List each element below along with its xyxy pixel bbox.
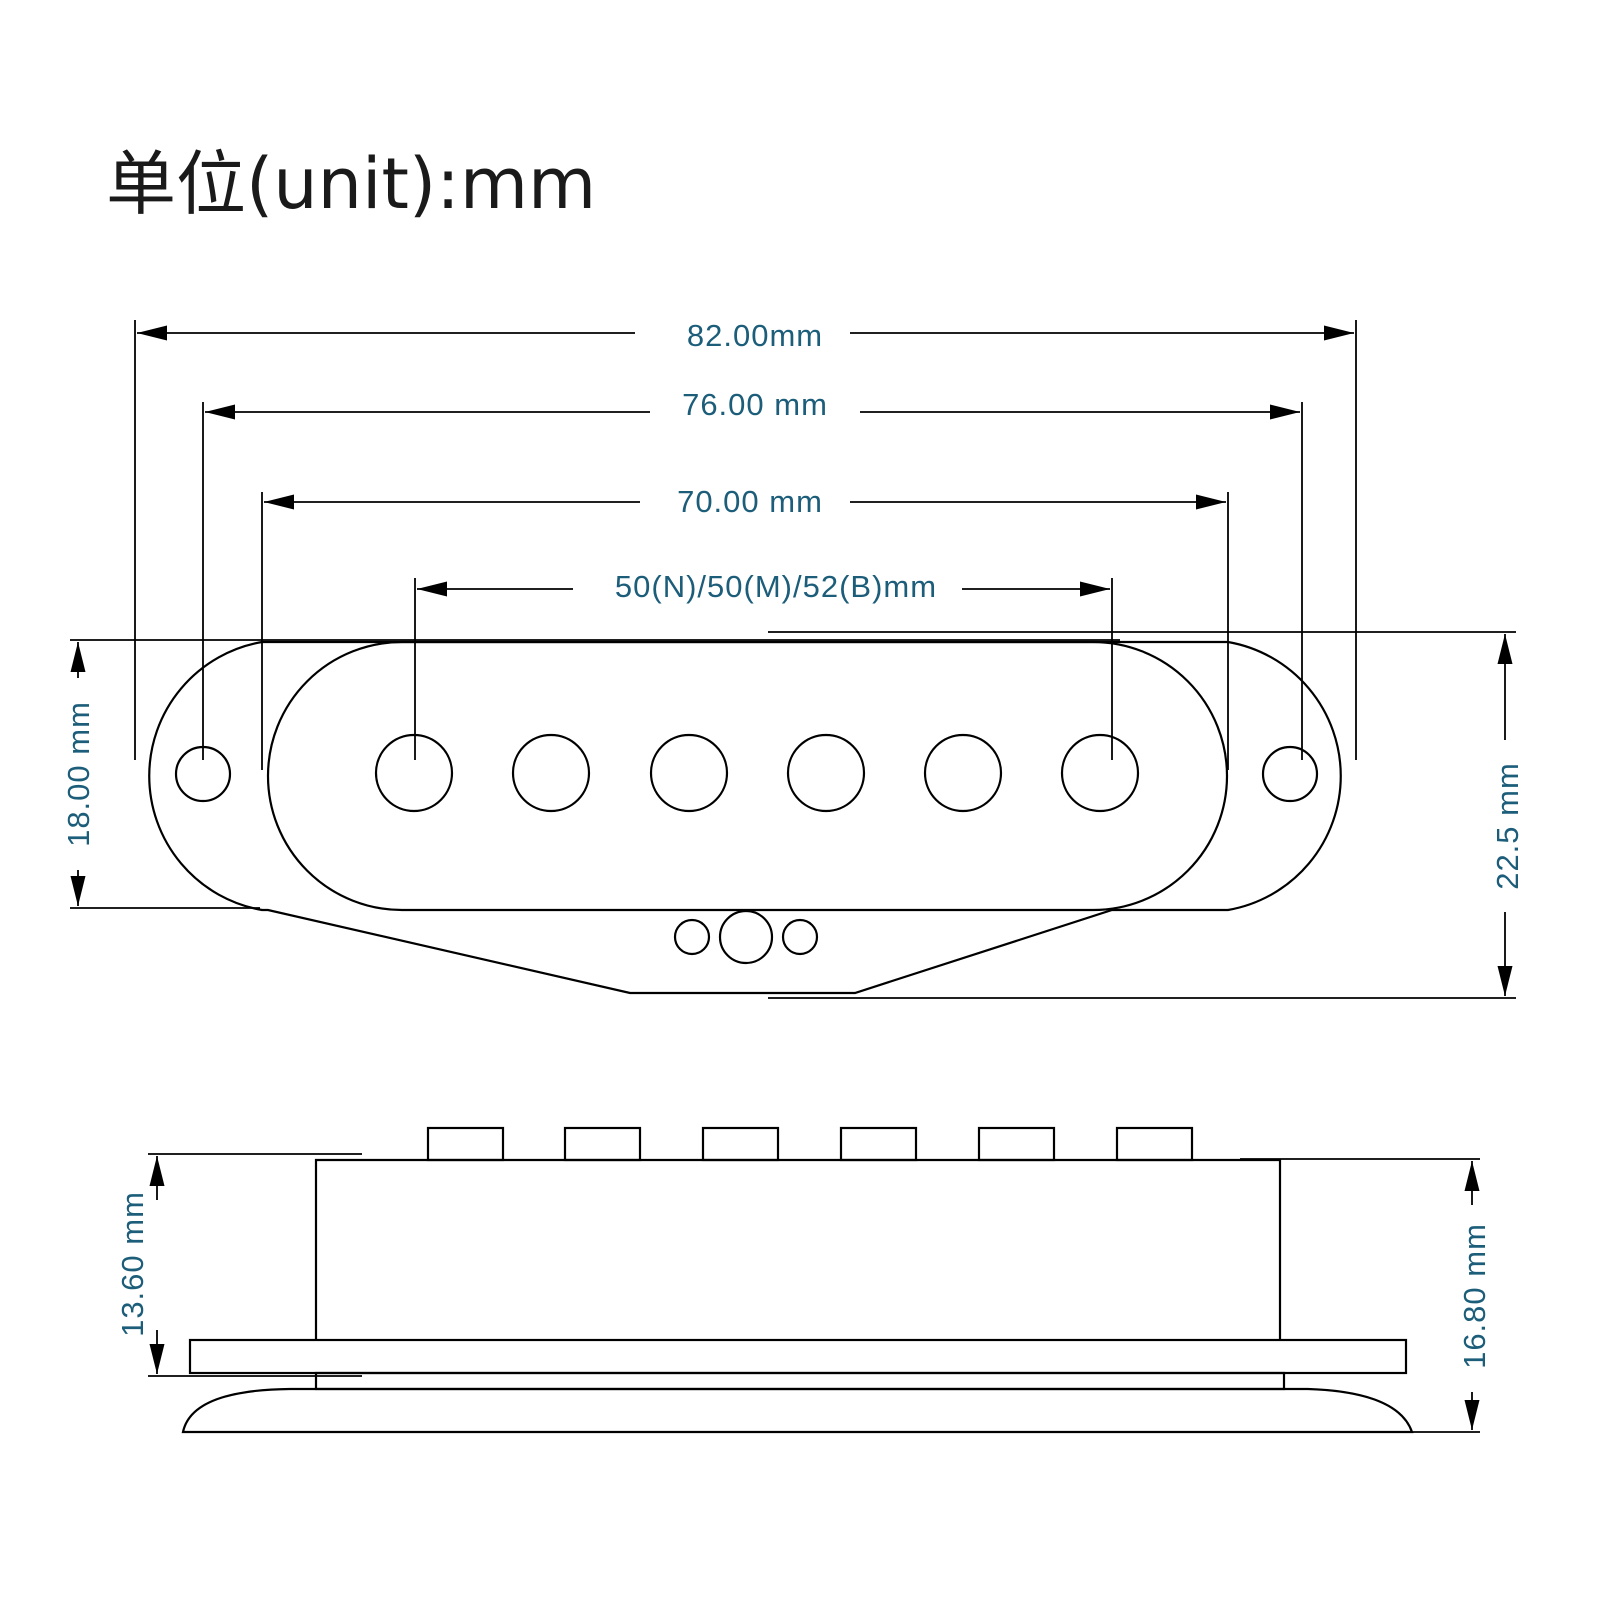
pole-piece-top [701, 1126, 780, 1162]
pole-piece-top [563, 1126, 642, 1162]
dimension-cover-height: 13.60 mm [115, 1153, 362, 1377]
lead-hole [718, 909, 774, 965]
total-height-label: 16.80 mm [1457, 1223, 1492, 1369]
dimension-overall-length: 82.00mm [134, 318, 1357, 760]
unit-title: 单位(unit):mm [106, 143, 596, 225]
cover-body [314, 1158, 1282, 1340]
side-view: 13.60 mm 16.80 mm [115, 1126, 1492, 1434]
dimension-total-width: 22.5 mm [768, 631, 1525, 999]
mount-hole-spacing-label: 76.00 mm [682, 387, 828, 422]
cover-height-label: 13.60 mm [115, 1191, 150, 1337]
cover-length-label: 70.00 mm [677, 484, 823, 519]
total-width-label: 22.5 mm [1490, 762, 1525, 890]
pole-piece [923, 733, 1003, 813]
dimension-pole-spacing: 50(N)/50(M)/52(B)mm [414, 569, 1113, 760]
dimension-cover-length: 70.00 mm [261, 484, 1229, 770]
pole-piece [1060, 733, 1140, 813]
pole-piece-top [839, 1126, 918, 1162]
lead-hole [673, 918, 711, 956]
pole-piece-top [1115, 1126, 1194, 1162]
dimension-mount-hole-spacing: 76.00 mm [202, 387, 1303, 760]
lead-hole [781, 918, 819, 956]
top-view: 82.00mm 76.00 mm 70.00 mm 50(N)/50(M)/52… [61, 318, 1525, 999]
cover-outline [266, 640, 1229, 912]
overall-length-label: 82.00mm [687, 318, 823, 353]
pole-piece [374, 733, 454, 813]
pole-piece-top [426, 1126, 505, 1162]
dimension-cover-width: 18.00 mm [61, 639, 1120, 909]
base-plate-outline [148, 640, 1342, 995]
spacer [314, 1371, 1286, 1391]
pole-spacing-label: 50(N)/50(M)/52(B)mm [615, 569, 937, 604]
pole-piece-top [977, 1126, 1056, 1162]
cover-width-label: 18.00 mm [61, 701, 96, 847]
bottom-mount [181, 1387, 1414, 1434]
pole-piece [786, 733, 866, 813]
mounting-hole-right [1261, 745, 1319, 803]
pole-piece [649, 733, 729, 813]
base-plate [188, 1338, 1408, 1375]
dimension-total-height: 16.80 mm [1240, 1158, 1492, 1433]
pole-piece [511, 733, 591, 813]
mounting-hole-left [174, 745, 232, 803]
